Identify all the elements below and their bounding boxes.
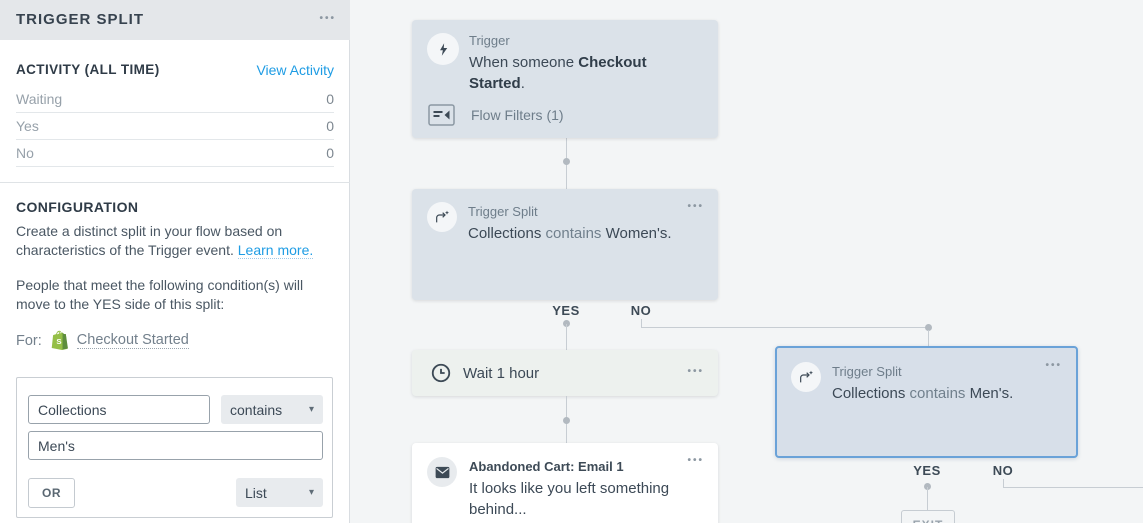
- split-card-title: Collections contains Women's.: [468, 223, 708, 244]
- chevron-down-icon: ▾: [308, 404, 314, 415]
- stat-value: 0: [326, 91, 334, 107]
- operator-value: contains: [230, 401, 283, 418]
- stat-label: Waiting: [16, 91, 63, 107]
- card-type-label: Trigger Split: [832, 364, 902, 379]
- connector-line: [928, 330, 929, 346]
- connector-line: [641, 319, 642, 328]
- connector-line: [927, 487, 928, 510]
- trigger-split-card-womens[interactable]: Trigger Split ••• Collections contains W…: [412, 189, 718, 300]
- connector-line: [1003, 479, 1004, 488]
- exit-node[interactable]: EXIT: [901, 510, 955, 523]
- stat-row-waiting: Waiting 0: [16, 86, 334, 113]
- split-field: Collections: [468, 225, 542, 242]
- card-type-label: Trigger Split: [468, 204, 538, 219]
- email-card[interactable]: Abandoned Cart: Email 1 ••• It looks lik…: [412, 443, 718, 523]
- shopify-icon: S: [50, 330, 69, 351]
- connector-line: [566, 324, 567, 350]
- flow-filters-row[interactable]: Flow Filters (1): [428, 104, 564, 126]
- envelope-icon: [427, 457, 457, 487]
- condition-field-input[interactable]: [28, 395, 210, 424]
- branch-label-no: NO: [992, 463, 1014, 478]
- card-menu-icon[interactable]: •••: [1045, 360, 1062, 371]
- sidebar-header: TRIGGER SPLIT •••: [0, 0, 350, 40]
- view-activity-link[interactable]: View Activity: [256, 62, 334, 78]
- condition-builder: contains ▾ OR List ▾: [16, 377, 333, 518]
- email-preview-text: It looks like you left something behind.…: [469, 480, 670, 518]
- stat-label: No: [16, 145, 34, 161]
- connector-node[interactable]: [563, 158, 570, 165]
- split-operator: contains: [905, 385, 970, 402]
- title-text: When someone: [469, 54, 579, 71]
- for-label: For:: [16, 332, 42, 349]
- card-menu-icon[interactable]: •••: [687, 455, 704, 466]
- lightning-bolt-icon: [427, 33, 459, 65]
- learn-more-link[interactable]: Learn more.: [237, 242, 314, 259]
- operator-dropdown[interactable]: contains ▾: [221, 395, 323, 424]
- split-branch-icon: [427, 202, 457, 232]
- or-condition-button[interactable]: OR: [28, 478, 75, 508]
- split-value: Women's.: [605, 225, 672, 242]
- configuration-description: Create a distinct split in your flow bas…: [16, 222, 338, 260]
- config-sidebar: TRIGGER SPLIT ••• ACTIVITY (ALL TIME) Vi…: [0, 0, 350, 523]
- configuration-heading: CONFIGURATION: [16, 199, 139, 215]
- svg-text:S: S: [56, 337, 61, 346]
- connector-line: [641, 327, 928, 328]
- wait-card[interactable]: Wait 1 hour •••: [412, 350, 718, 396]
- condition-note: People that meet the following condition…: [16, 277, 304, 312]
- connector-node[interactable]: [563, 320, 570, 327]
- split-card-title: Collections contains Men's.: [832, 383, 1062, 404]
- split-value: Men's.: [969, 385, 1014, 402]
- email-card-title: Abandoned Cart: Email 1: [469, 459, 624, 474]
- trigger-event-link[interactable]: Checkout Started: [76, 332, 189, 349]
- sidebar-menu-icon[interactable]: •••: [319, 13, 336, 24]
- split-field: Collections: [832, 385, 906, 402]
- stat-value: 0: [326, 145, 334, 161]
- card-menu-icon[interactable]: •••: [687, 366, 704, 377]
- activity-heading: ACTIVITY (ALL TIME): [16, 62, 160, 77]
- trigger-split-card-mens-selected[interactable]: Trigger Split ••• Collections contains M…: [775, 346, 1078, 458]
- connector-node[interactable]: [925, 324, 932, 331]
- page-title: TRIGGER SPLIT: [16, 11, 145, 28]
- filter-icon: [428, 104, 455, 126]
- for-event-row: For: S Checkout Started: [16, 330, 189, 351]
- chevron-down-icon: ▾: [308, 487, 314, 498]
- connector-node[interactable]: [563, 417, 570, 424]
- connector-node[interactable]: [924, 483, 931, 490]
- stat-row-yes: Yes 0: [16, 113, 334, 140]
- title-event-name: Checkout Started: [469, 54, 647, 92]
- activity-header: ACTIVITY (ALL TIME) View Activity: [16, 62, 334, 78]
- clock-icon: [427, 359, 455, 387]
- stat-label: Yes: [16, 118, 39, 134]
- connector-value: List: [245, 484, 267, 501]
- stat-value: 0: [326, 118, 334, 134]
- split-operator: contains: [541, 225, 606, 242]
- condition-value-input[interactable]: [28, 431, 323, 460]
- description-text: Create a distinct split in your flow bas…: [16, 223, 283, 258]
- trigger-card[interactable]: Trigger When someone Checkout Started. F…: [412, 20, 718, 138]
- title-text: .: [520, 75, 525, 92]
- connector-dropdown[interactable]: List ▾: [236, 478, 323, 507]
- card-type-label: Trigger: [469, 33, 510, 48]
- activity-stats: Waiting 0 Yes 0 No 0: [16, 86, 334, 167]
- stat-row-no: No 0: [16, 140, 334, 167]
- section-divider: [0, 182, 350, 183]
- split-branch-icon: [791, 362, 821, 392]
- branch-label-yes: YES: [552, 303, 580, 318]
- branch-label-yes: YES: [913, 463, 941, 478]
- connector-line: [1003, 487, 1143, 488]
- card-menu-icon[interactable]: •••: [687, 201, 704, 212]
- wait-card-label: Wait 1 hour: [463, 365, 540, 382]
- trigger-card-title: When someone Checkout Started.: [469, 52, 669, 94]
- flow-filters-label: Flow Filters (1): [471, 107, 564, 123]
- branch-label-no: NO: [630, 303, 652, 318]
